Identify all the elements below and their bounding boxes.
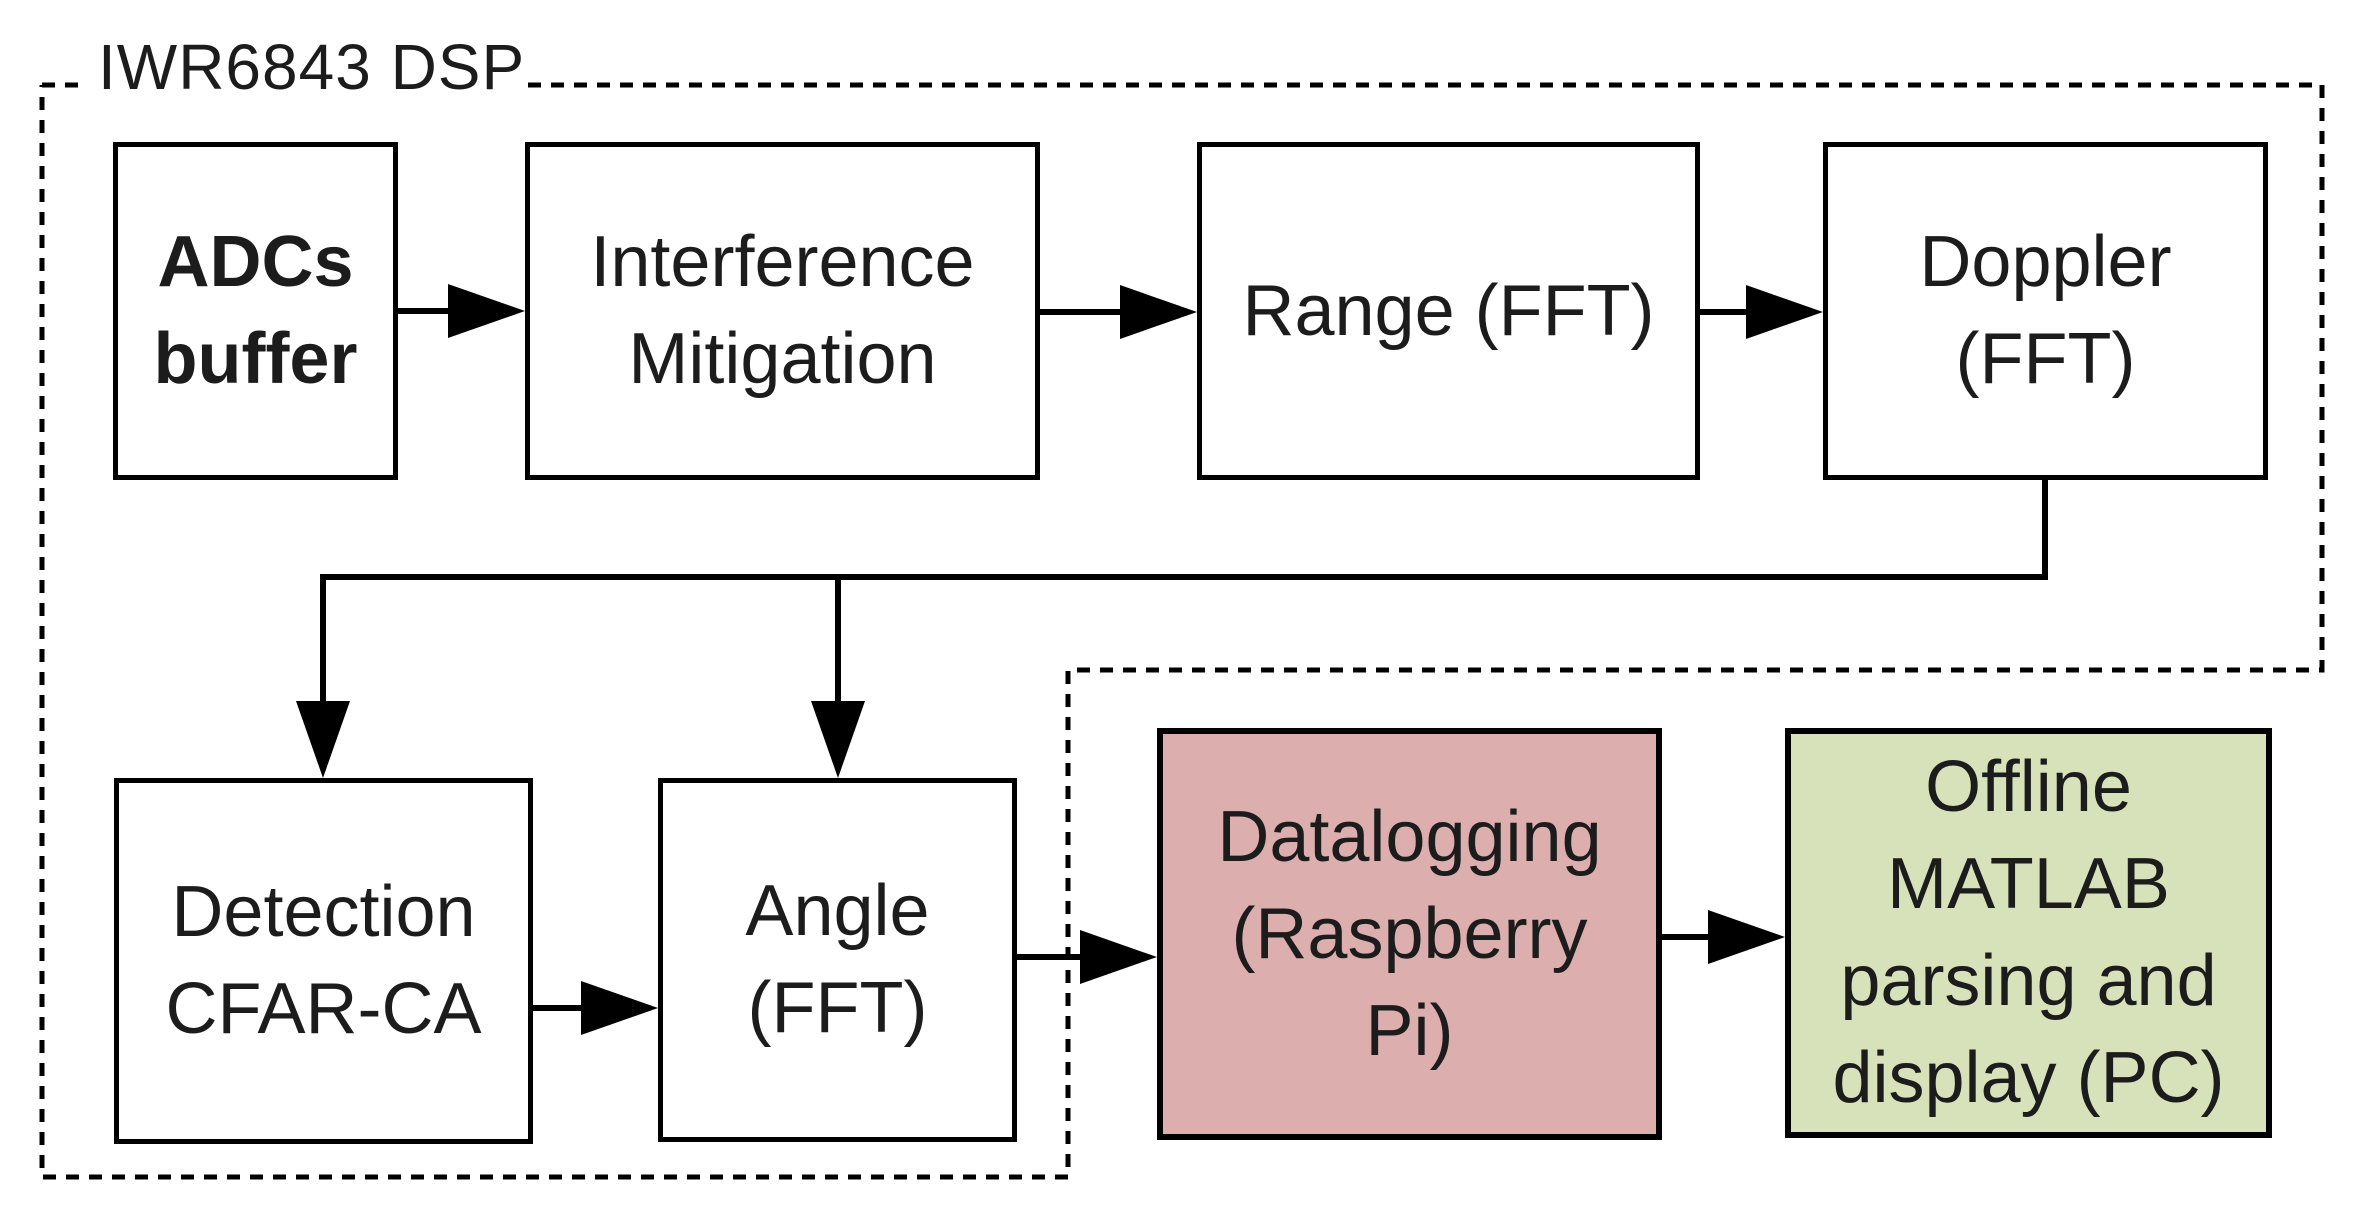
node-label-line: Pi) [1365, 990, 1454, 1071]
node-detection-cfar-ca: Detection CFAR-CA [114, 778, 533, 1144]
arrow-datalogging-to-matlab [1662, 910, 1785, 964]
node-label-line: (FFT) [1955, 319, 2136, 399]
node-label-line: Interference [590, 222, 975, 302]
node-label-line: CFAR-CA [165, 969, 482, 1049]
node-label-line: Doppler [1919, 222, 2172, 302]
node-label-line: Offline [1925, 747, 2132, 827]
node-label-line: ADCs [157, 222, 354, 302]
node-label-line: parsing and [1840, 941, 2217, 1021]
node-interference-mitigation: Interference Mitigation [525, 142, 1040, 480]
node-adcs-buffer: ADCs buffer [113, 142, 398, 480]
node-label-line: Datalogging [1217, 796, 1602, 877]
node-label-line: Angle [745, 871, 930, 951]
node-label-line: Mitigation [628, 319, 937, 399]
node-offline-matlab-parsing-display: Offline MATLAB parsing and display (PC) [1785, 728, 2272, 1138]
arrow-interference-to-range [1040, 285, 1197, 339]
arrow-drop-to-detection [296, 701, 350, 778]
node-label-line: Range (FFT) [1242, 270, 1655, 351]
dsp-region-title: IWR6843 DSP [98, 31, 526, 103]
arrow-detection-to-angle [533, 981, 658, 1035]
arrow-range-to-doppler [1700, 285, 1823, 339]
node-label-line: buffer [153, 319, 358, 399]
node-datalogging-raspberry-pi: Datalogging (Raspberry Pi) [1157, 728, 1662, 1140]
node-label-line: Detection [171, 872, 476, 952]
node-label-line: MATLAB [1887, 844, 2170, 924]
arrow-adcs-to-interference [397, 284, 525, 338]
node-doppler-fft: Doppler (FFT) [1823, 142, 2268, 480]
node-angle-fft: Angle (FFT) [658, 778, 1017, 1142]
arrow-drop-to-angle [811, 701, 865, 778]
node-range-fft: Range (FFT) [1197, 142, 1700, 480]
arrow-angle-to-datalogging [1017, 930, 1157, 984]
node-label-line: display (PC) [1832, 1038, 2225, 1118]
node-label-line: (Raspberry [1231, 893, 1588, 974]
node-label-line: (FFT) [747, 968, 928, 1048]
